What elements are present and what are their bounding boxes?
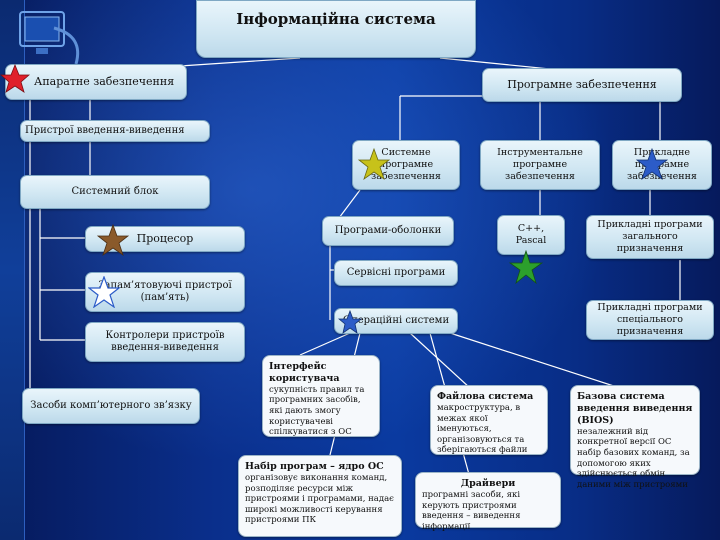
olive-star-icon — [358, 148, 390, 180]
title-text: Інформаційна система — [236, 10, 436, 29]
hardware-label: Апаратне забезпечення — [34, 75, 174, 89]
system-unit-label: Системний блок — [72, 186, 159, 199]
processor-label: Процесор — [137, 232, 194, 246]
controllers-box: Контролери пристроїв введення-виведення — [85, 322, 245, 362]
user-interface-box: Інтерфейс користувача сукупність правил … — [262, 355, 380, 437]
languages-label: С++, Pascal — [502, 223, 560, 247]
bios-head: Базова система введення виведення (BIOS) — [577, 391, 693, 427]
languages-box: С++, Pascal — [497, 215, 565, 255]
software-label: Програмне забезпечення — [507, 78, 656, 92]
file-system-head: Файлова система — [437, 391, 541, 403]
red-star-icon — [0, 64, 30, 94]
brown-star-icon — [97, 224, 129, 256]
kernel-box: Набір програм – ядро ОС організовує вико… — [238, 455, 402, 537]
io-devices-box: Пристрої введення-виведення — [20, 120, 210, 142]
tools-software-box: Інструментальне програмне забезпечення — [480, 140, 600, 190]
drivers-box: Драйвери програмні засоби, які керують п… — [415, 472, 561, 528]
file-system-box: Файлова система макроструктура, в межах … — [430, 385, 548, 455]
general-apps-box: Прикладні програми загального призначенн… — [586, 215, 714, 259]
services-box: Сервісні програми — [334, 260, 458, 286]
blue-star-icon — [636, 148, 668, 180]
controllers-label: Контролери пристроїв введення-виведення — [90, 330, 240, 355]
bios-body: незалежний від конкретної версії ОС набі… — [577, 427, 693, 491]
blue-star-small-icon — [338, 310, 362, 334]
bios-box: Базова система введення виведення (BIOS)… — [570, 385, 700, 475]
shells-label: Програми-оболонки — [335, 225, 442, 238]
user-interface-body: сукупність правил та програмних засобів,… — [269, 385, 373, 438]
drivers-head: Драйвери — [422, 478, 554, 490]
software-box: Програмне забезпечення — [482, 68, 682, 102]
information-system-title: Інформаційна система — [196, 0, 476, 58]
comm-label: Засоби комп’ютерного зв’язку — [30, 400, 191, 413]
file-system-body: макроструктура, в межах якої іменуються,… — [437, 403, 541, 456]
system-unit-box: Системний блок — [20, 175, 210, 209]
general-apps-label: Прикладні програми загального призначенн… — [591, 219, 709, 255]
io-devices-label: Пристрої введення-виведення — [25, 125, 185, 138]
kernel-body: організовує виконання команд, розподіляє… — [245, 473, 395, 526]
tools-software-label: Інструментальне програмне забезпечення — [485, 147, 595, 183]
hardware-box: Апаратне забезпечення — [5, 64, 187, 100]
green-star-icon — [509, 250, 543, 284]
special-apps-label: Прикладні програми спеціального призначе… — [591, 302, 709, 338]
user-interface-head: Інтерфейс користувача — [269, 361, 373, 385]
special-apps-box: Прикладні програми спеціального призначе… — [586, 300, 714, 340]
comm-box: Засоби комп’ютерного зв’язку — [22, 388, 200, 424]
services-label: Сервісні програми — [347, 267, 446, 280]
shells-box: Програми-оболонки — [322, 216, 454, 246]
drivers-body: програмні засоби, які керують пристроями… — [422, 490, 554, 533]
white-star-icon — [88, 276, 120, 308]
kernel-head: Набір програм – ядро ОС — [245, 461, 395, 473]
